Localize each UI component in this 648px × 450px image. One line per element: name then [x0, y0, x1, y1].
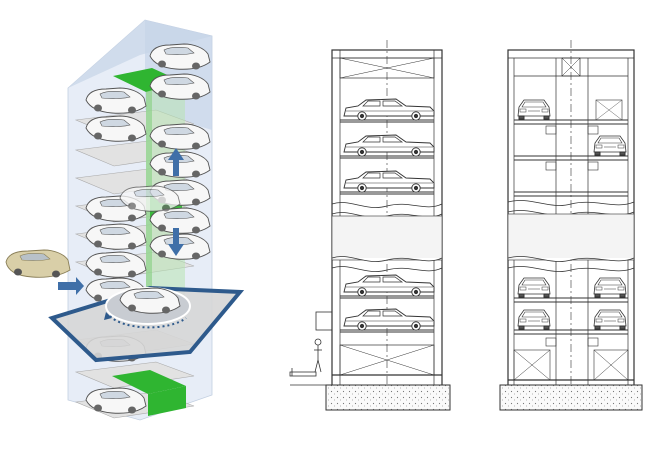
foundation: [325, 384, 451, 411]
car-icon: [85, 387, 147, 414]
car-icon: [149, 207, 211, 234]
car-icon: [119, 287, 181, 314]
car-icon: [85, 115, 147, 142]
car-icon: [593, 309, 627, 330]
car-icon: [343, 308, 435, 331]
arrow-up-icon: [168, 148, 184, 176]
car-icon: [343, 170, 435, 193]
car-icon: [85, 87, 147, 114]
car-icon: [5, 249, 71, 278]
car-icon: [149, 43, 211, 70]
car-icon: [343, 274, 435, 297]
front-elevation: [499, 40, 643, 411]
foundation: [499, 384, 643, 411]
lift-bottom-platform: [112, 370, 186, 394]
car-icon: [149, 73, 211, 100]
car-icon: [119, 185, 181, 212]
car-icon: [343, 134, 435, 157]
car-icon: [343, 98, 435, 121]
car-icon: [593, 135, 627, 156]
car-icon: [85, 251, 147, 278]
person-icon: [314, 338, 322, 373]
car-icon: [517, 99, 551, 120]
car-icon: [85, 223, 147, 250]
side-elevation: [289, 40, 451, 411]
car-icon: [517, 277, 551, 298]
arrow-down-icon: [168, 228, 184, 256]
car-icon: [149, 123, 211, 150]
car-icon: [517, 309, 551, 330]
car-icon: [593, 277, 627, 298]
arrow-in-icon: [58, 277, 84, 295]
isometric-tower: [5, 19, 245, 421]
